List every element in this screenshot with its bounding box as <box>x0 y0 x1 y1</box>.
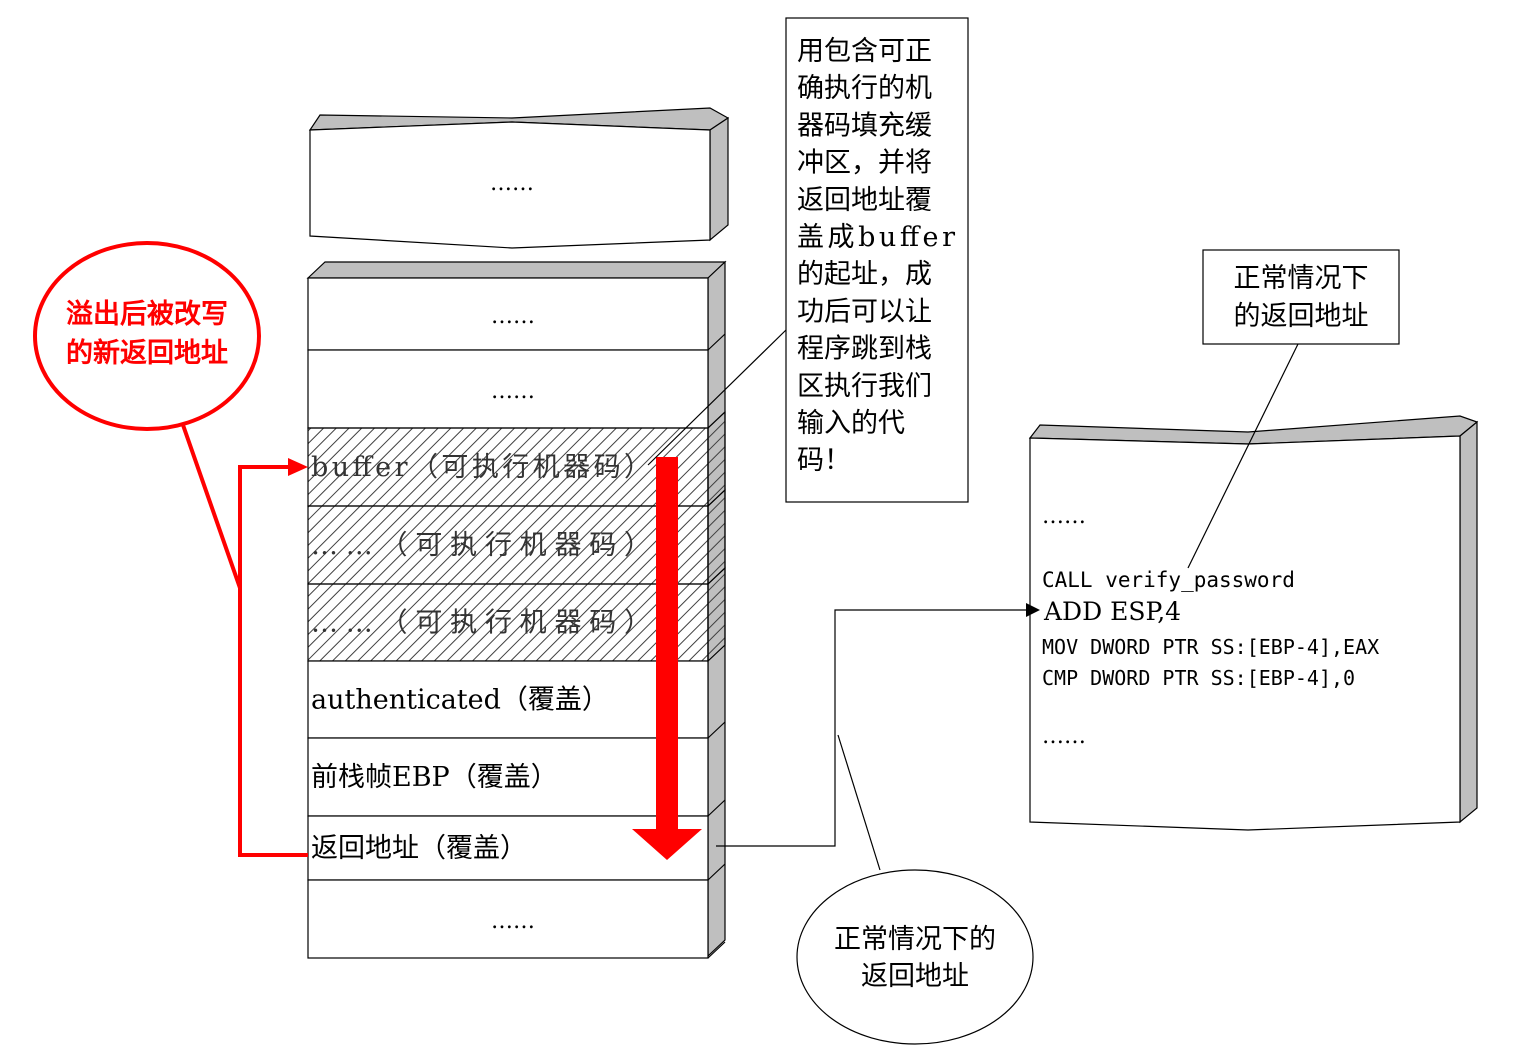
normal-box-line-1: 正常情况下 <box>1234 263 1369 294</box>
stack-row-label-8: …… <box>491 909 535 934</box>
stack-row-label-0: …… <box>491 304 535 329</box>
top-block-label: …… <box>490 171 534 196</box>
fill-callout-line-2: 确执行的机 <box>797 73 932 104</box>
stack-row-4 <box>307 583 709 662</box>
stack-rows: …………buffer（可执行机器码）……（可执行机器码）……（可执行机器码）au… <box>307 277 709 959</box>
fill-direction-arrow <box>632 457 702 860</box>
overwrite-jump-arrow <box>238 458 308 857</box>
code-line-mov: MOV DWORD PTR SS:[EBP-4],EAX <box>1042 635 1379 659</box>
fill-callout-line-3: 器码填充缓 <box>797 110 932 141</box>
fill-buffer-callout: 用包含可正确执行的机器码填充缓冲区，并将返回地址覆盖成buffer的起址，成功后… <box>647 17 969 503</box>
fill-callout-line-11: 输入的代 <box>797 408 905 439</box>
fill-callout-line-12: 码！ <box>797 445 851 476</box>
stack-row-7 <box>307 815 709 881</box>
fill-callout-line-1: 用包含可正 <box>797 36 932 67</box>
fill-callout-line-9: 程序跳到栈 <box>797 334 932 365</box>
stack-row-side-edge-8 <box>707 941 726 959</box>
fill-callout-line-8: 功后可以让 <box>797 296 932 327</box>
stack-row-8 <box>307 879 709 959</box>
code-line-ellipsis-top: …… <box>1042 504 1086 529</box>
fill-callout-line-5: 返回地址覆 <box>797 185 932 216</box>
normal-return-ellipse-callout: 正常情况下的 返回地址 <box>796 734 1034 1045</box>
top-memory-block: …… <box>308 107 730 249</box>
fill-callout-line-7: 的起址，成 <box>797 259 932 290</box>
code-line-cmp: CMP DWORD PTR SS:[EBP-4],0 <box>1042 666 1355 690</box>
stack-row-2 <box>307 427 709 507</box>
stack-row-label-1: …… <box>491 379 535 404</box>
stack-column: …………buffer（可执行机器码）……（可执行机器码）……（可执行机器码）au… <box>306 260 727 959</box>
normal-box-line-2: 的返回地址 <box>1234 301 1369 332</box>
fill-callout-line-10: 区执行我们 <box>797 371 932 402</box>
normal-return-box-callout: 正常情况下 的返回地址 <box>1187 249 1400 569</box>
fill-callout-line-4: 冲区，并将 <box>797 148 932 179</box>
stack-row-side-edge-6 <box>707 799 726 817</box>
stack-row-6 <box>307 737 709 817</box>
stack-row-label-6: 前栈帧EBP（覆盖） <box>311 762 558 793</box>
normal-ellipse-line-2: 返回地址 <box>861 961 969 992</box>
stack-row-0 <box>307 277 709 351</box>
normal-return-connector <box>716 603 1040 847</box>
code-line-ellipsis-bottom: …… <box>1042 724 1086 749</box>
stack-row-5 <box>307 660 709 739</box>
stack-row-side-edge-5 <box>707 721 726 739</box>
stack-row-side-edge-0 <box>707 333 726 351</box>
code-line-add-esp: ADD ESP,4 <box>1043 597 1181 626</box>
stack-row-label-2: buffer（可执行机器码） <box>311 452 651 483</box>
stack-side-shadows <box>707 333 726 959</box>
code-page: …… CALL verify_password ADD ESP,4 MOV DW… <box>1028 415 1479 831</box>
fill-callout-text: 用包含可正确执行的机器码填充缓冲区，并将返回地址覆盖成buffer的起址，成功后… <box>797 36 955 476</box>
overwritten-address-callout: 溢出后被改写 的新返回地址 <box>33 241 261 589</box>
stack-row-label-5: authenticated（覆盖） <box>311 685 609 716</box>
code-line-call: CALL verify_password <box>1042 568 1295 592</box>
stack-row-label-7: 返回地址（覆盖） <box>311 833 527 864</box>
normal-ellipse-line-1: 正常情况下的 <box>834 924 996 955</box>
overwritten-callout-line-1: 溢出后被改写 <box>66 299 228 330</box>
overwritten-callout-line-2: 的新返回地址 <box>66 337 228 369</box>
stack-row-side-edge-7 <box>707 863 726 881</box>
stack-row-side-4 <box>707 566 726 663</box>
